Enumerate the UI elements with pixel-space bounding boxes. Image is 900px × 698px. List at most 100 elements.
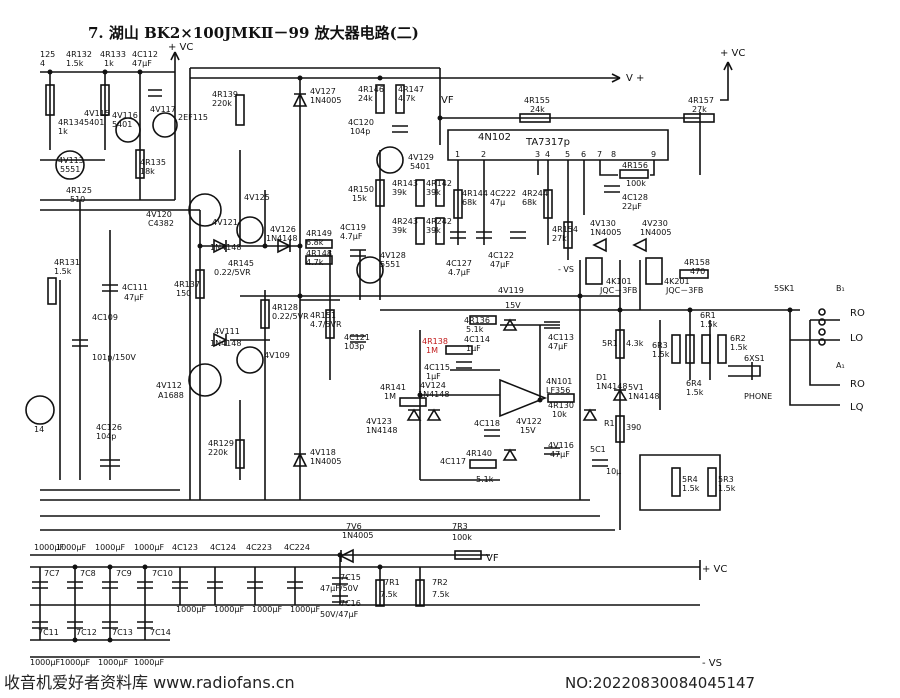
label-r158v: 470 [690, 267, 705, 276]
label-r137: 4R137 [174, 280, 200, 289]
label-4c123: 4C123 [172, 543, 198, 552]
label-r1bv: 390 [626, 423, 641, 432]
label-v120: 4V120 [146, 210, 172, 219]
label-r136v: 5.1k [466, 325, 484, 334]
label-r146: 4R146 [358, 85, 384, 94]
label-r1: 6R1 [700, 311, 716, 320]
label-v1v: 1N4148 [628, 392, 659, 401]
label-cap-g: 1000μF [252, 605, 282, 614]
rail-vplus: V + [626, 73, 644, 84]
label-n101: 4N101 [546, 377, 572, 386]
rail-vs: - VS [558, 265, 574, 274]
label-5c1v: 10μ [606, 467, 621, 476]
label-r155v: 24k [530, 105, 545, 114]
label-7r1v: 7.5k [380, 590, 398, 599]
label-7c8: 7C8 [80, 569, 96, 578]
label-v115: 4V115 [84, 109, 110, 118]
rail-vc-top: + VC [168, 42, 193, 53]
label-c222: 4C222 [490, 189, 516, 198]
label-r144: 4R144 [462, 189, 488, 198]
label-r156: 4R156 [622, 161, 648, 170]
label-k201: 4K201 [664, 277, 690, 286]
label-c127: 4C127 [446, 259, 472, 268]
label-c120v: 104p [350, 127, 370, 136]
label-7c11: 7C11 [38, 628, 59, 637]
label-c113v: 47μF [548, 342, 568, 351]
label-v127v: 1N4005 [310, 96, 341, 105]
component-labels: + VC V + + VC VF - VS 15V + VC VF - VS 4… [30, 42, 865, 669]
label-r143v: 39k [392, 188, 407, 197]
label-r147v: 4.7k [398, 94, 416, 103]
label-c121v: 103p [344, 342, 364, 351]
label-r125v: 510 [70, 195, 85, 204]
label-7r3: 7R3 [452, 522, 468, 531]
label-r140v: 5.1k [476, 475, 494, 484]
label-cap-c: 1000μF [95, 543, 125, 552]
label-r131v: 1.5k [54, 267, 72, 276]
label-5r4v: 1.5k [682, 484, 700, 493]
label-125v: 4 [40, 59, 45, 68]
label-c128: 4C128 [622, 193, 648, 202]
label-c115v: 1μF [426, 372, 441, 381]
label-r131: 4R131 [54, 258, 80, 267]
label-125: 125 [40, 50, 55, 59]
ic-pin-3: 3 [535, 150, 540, 159]
label-lq: LQ [850, 402, 864, 413]
label-7r3v: 100k [452, 533, 472, 542]
label-r139v: 220k [212, 99, 232, 108]
label-7c16: 7C16 [340, 599, 361, 608]
label-v119: 4V119 [498, 286, 524, 295]
label-r242: 4R242 [426, 217, 452, 226]
label-7c15: 7C15 [340, 573, 361, 582]
label-v129v: 5401 [410, 162, 430, 171]
label-v113v: 5551 [60, 165, 80, 174]
label-r135v: 18k [140, 167, 155, 176]
label-r1v: 1.5k [700, 320, 718, 329]
label-c112v: 47μF [132, 59, 152, 68]
ic-id: 4N102 [478, 132, 511, 143]
label-c126v: 104p [96, 432, 116, 441]
rail-vf-bottom: VF [486, 553, 499, 564]
label-c127v: 4.7μF [448, 268, 471, 277]
label-r140: 4R140 [466, 449, 492, 458]
label-c222v: 47μ [490, 198, 505, 207]
label-r146v: 24k [358, 94, 373, 103]
label-v116b: 4V116 [548, 441, 574, 450]
label-r150: 4R150 [348, 185, 374, 194]
junctions [47, 69, 793, 643]
label-n101v: LF356 [546, 386, 570, 395]
label-cap-m: 1000μF [30, 658, 60, 667]
label-5r1v: 4.3k [626, 339, 644, 348]
label-v118v: 1N4005 [310, 457, 341, 466]
label-4c124: 4C124 [210, 543, 236, 552]
label-7r2v: 7.5k [432, 590, 450, 599]
label-r135: 4R135 [140, 158, 166, 167]
label-r244v: 68k [522, 198, 537, 207]
label-r129: 4R129 [208, 439, 234, 448]
label-r132: 4R132 [66, 50, 92, 59]
label-v121v: 1N4148 [210, 243, 241, 252]
label-v126: 4V126 [270, 225, 296, 234]
ic-pin-9: 9 [651, 150, 656, 159]
label-cap-b: 1000μF [56, 543, 86, 552]
label-v116: 4V116 [112, 111, 138, 120]
label-ro: RO [850, 308, 865, 319]
label-v111: 4V111 [214, 327, 240, 336]
label-5r3v: 1.5k [718, 484, 736, 493]
label-r242v: 39k [426, 226, 441, 235]
label-r138v: 1M [426, 346, 438, 355]
label-c128v: 22μF [622, 202, 642, 211]
label-cap-p: 1000μF [134, 658, 164, 667]
label-r149: 4R149 [306, 229, 332, 238]
label-r125: 4R125 [66, 186, 92, 195]
label-r133: 4R133 [100, 50, 126, 59]
label-b1: B₁ [836, 284, 845, 293]
label-r151: 4R151 [310, 311, 336, 320]
label-c117: 4C117 [440, 457, 466, 466]
label-r139: 4R139 [212, 90, 238, 99]
ic-pin-2: 2 [481, 150, 486, 159]
label-v230: 4V230 [642, 219, 668, 228]
label-cap-d: 1000μF [134, 543, 164, 552]
label-r133v: 1k [104, 59, 114, 68]
components [25, 84, 761, 629]
